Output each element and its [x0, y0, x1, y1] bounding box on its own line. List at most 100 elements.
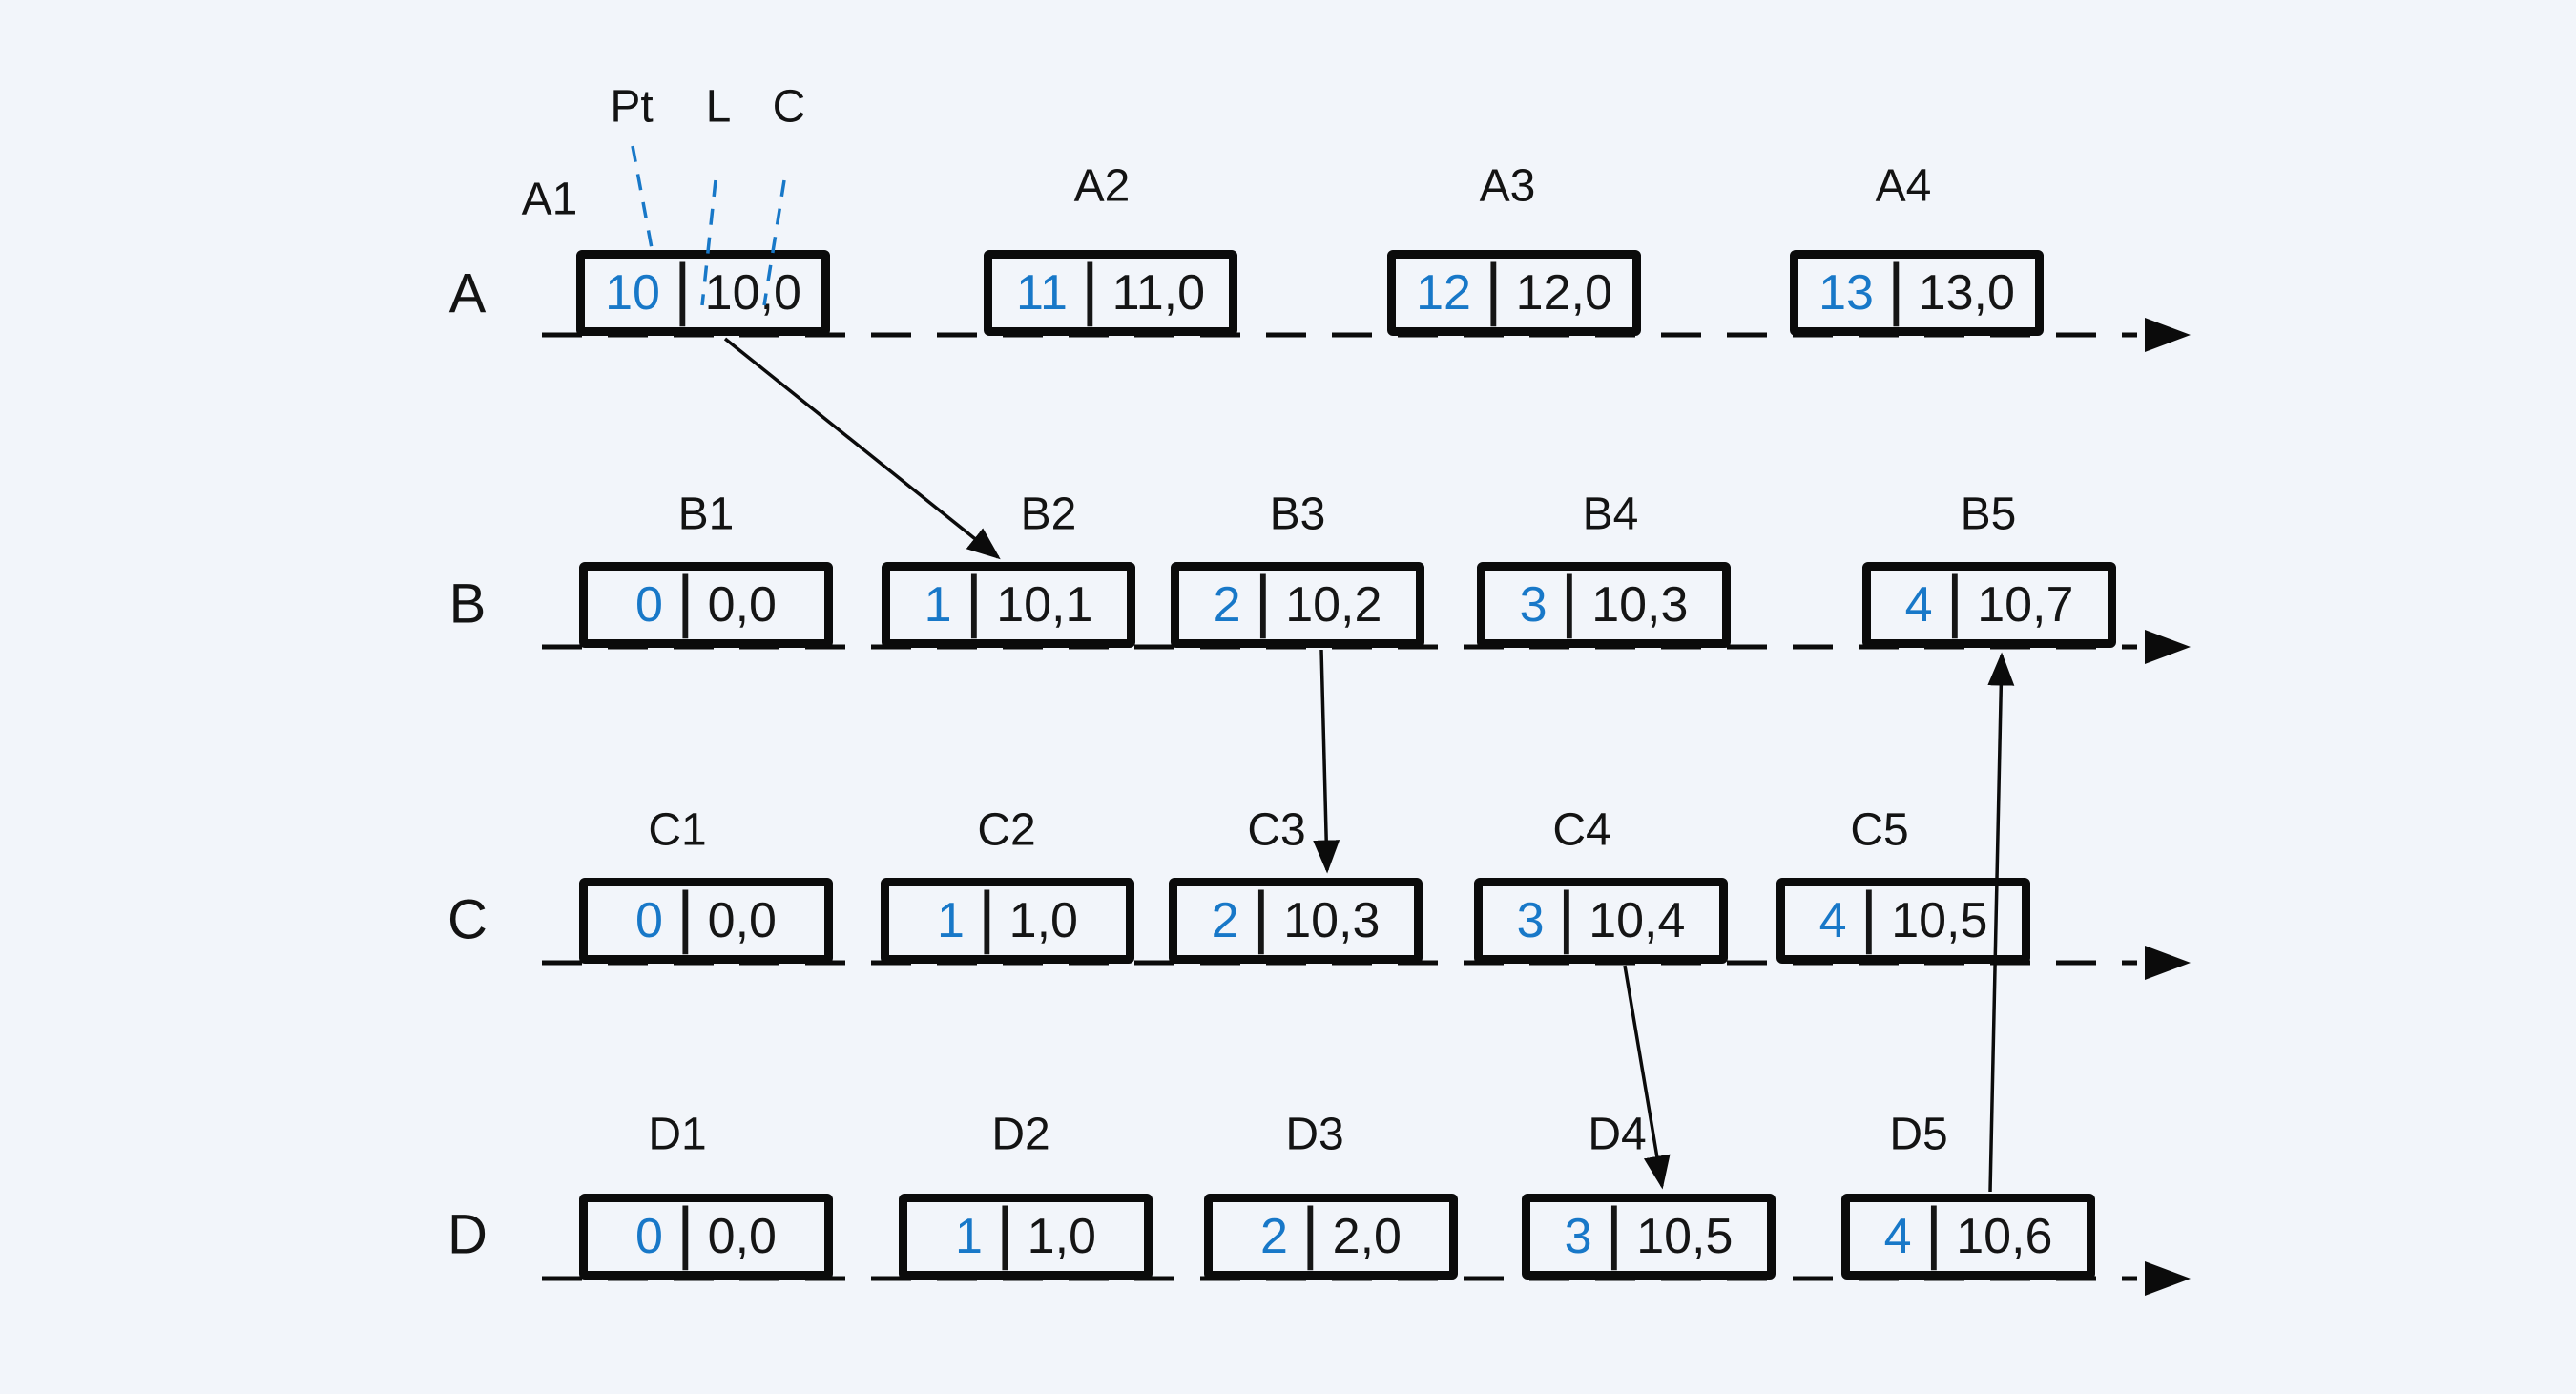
timeline-d-arrowhead-icon	[2145, 1261, 2191, 1296]
event-box-d2: 1 | 1,0	[899, 1194, 1153, 1280]
event-b1-separator: |	[675, 563, 695, 639]
event-label-b1: B1	[677, 489, 735, 540]
event-box-a1: 10 | 10,0	[576, 250, 830, 336]
event-d3-pt-value: 2	[1260, 1209, 1288, 1264]
event-d1-separator: |	[675, 1195, 695, 1271]
event-label-d3: D3	[1285, 1109, 1344, 1160]
annotation-c: C	[772, 81, 806, 133]
event-label-d1: D1	[648, 1109, 707, 1160]
event-box-d4: 3 | 10,5	[1522, 1194, 1776, 1280]
timeline-c-arrowhead-icon	[2145, 946, 2191, 980]
event-label-a3: A3	[1479, 160, 1536, 212]
event-a4-lc-value: 13,0	[1918, 265, 2015, 321]
event-label-c3: C3	[1247, 804, 1306, 856]
leader-line-pt	[631, 145, 654, 249]
event-b1-pt-value: 0	[635, 577, 663, 633]
annotation-pt: Pt	[610, 81, 654, 133]
event-c5-lc-value: 10,5	[1891, 893, 1988, 948]
event-label-b5: B5	[1960, 489, 2017, 540]
event-label-c2: C2	[977, 804, 1036, 856]
message-arrow-a1-b2	[723, 337, 1001, 560]
event-d1-lc-value: 0,0	[707, 1209, 777, 1264]
event-c2-pt-value: 1	[937, 893, 965, 948]
event-b2-pt-value: 1	[924, 577, 952, 633]
annotation-l: L	[705, 81, 732, 133]
event-a4-pt-value: 13	[1818, 265, 1874, 321]
event-c5-pt-value: 4	[1818, 893, 1847, 948]
event-d2-separator: |	[995, 1195, 1014, 1271]
event-c1-separator: |	[675, 879, 695, 955]
event-d3-separator: |	[1300, 1195, 1319, 1271]
event-box-d1: 0 | 0,0	[579, 1194, 833, 1280]
event-box-c5: 4 | 10,5	[1776, 878, 2030, 964]
event-box-a4: 13 | 13,0	[1790, 250, 2044, 336]
timeline-b-arrowhead-icon	[2145, 630, 2191, 664]
event-b5-lc-value: 10,7	[1977, 577, 2074, 633]
event-b1-lc-value: 0,0	[707, 577, 777, 633]
event-d1-pt-value: 0	[635, 1209, 663, 1264]
event-b2-lc-value: 10,1	[996, 577, 1093, 633]
event-label-b4: B4	[1582, 489, 1639, 540]
event-b3-separator: |	[1254, 563, 1273, 639]
timeline-a-arrowhead-icon	[2145, 318, 2191, 352]
event-label-a1: A1	[521, 174, 578, 225]
event-box-d3: 2 | 2,0	[1204, 1194, 1458, 1280]
event-c2-separator: |	[977, 879, 996, 955]
event-box-b4: 3 | 10,3	[1477, 562, 1731, 648]
event-b3-lc-value: 10,2	[1285, 577, 1382, 633]
row-label-c: C	[447, 888, 488, 951]
event-c3-lc-value: 10,3	[1283, 893, 1381, 948]
event-label-d5: D5	[1889, 1109, 1948, 1160]
event-label-c5: C5	[1850, 804, 1909, 856]
row-label-d: D	[447, 1203, 488, 1266]
event-c4-lc-value: 10,4	[1589, 893, 1686, 948]
event-box-c3: 2 | 10,3	[1169, 878, 1423, 964]
event-box-b2: 1 | 10,1	[882, 562, 1135, 648]
event-c4-pt-value: 3	[1516, 893, 1545, 948]
event-b3-pt-value: 2	[1213, 577, 1241, 633]
event-a1-lc-value: 10,0	[704, 265, 801, 321]
event-c1-lc-value: 0,0	[707, 893, 777, 948]
event-d2-lc-value: 1,0	[1027, 1209, 1096, 1264]
event-a4-separator: |	[1886, 251, 1905, 327]
event-a2-lc-value: 11,0	[1111, 265, 1206, 321]
event-label-d4: D4	[1588, 1109, 1647, 1160]
event-box-b5: 4 | 10,7	[1862, 562, 2116, 648]
event-label-a2: A2	[1073, 160, 1131, 212]
row-label-a: A	[448, 262, 487, 325]
event-box-a2: 11 | 11,0	[984, 250, 1237, 336]
event-label-a4: A4	[1875, 160, 1932, 212]
event-label-c1: C1	[648, 804, 707, 856]
event-d5-lc-value: 10,6	[1956, 1209, 2053, 1264]
event-b4-lc-value: 10,3	[1591, 577, 1689, 633]
event-c3-pt-value: 2	[1211, 893, 1239, 948]
event-b5-separator: |	[1945, 563, 1964, 639]
event-a3-separator: |	[1484, 251, 1503, 327]
event-c2-lc-value: 1,0	[1008, 893, 1078, 948]
event-a3-lc-value: 12,0	[1515, 265, 1612, 321]
event-b4-pt-value: 3	[1519, 577, 1548, 633]
event-d4-separator: |	[1605, 1195, 1624, 1271]
event-b4-separator: |	[1560, 563, 1579, 639]
event-label-c4: C4	[1552, 804, 1611, 856]
event-b2-separator: |	[965, 563, 984, 639]
event-a2-separator: |	[1080, 251, 1099, 327]
event-a2-pt-value: 11	[1015, 265, 1068, 321]
event-box-c2: 1 | 1,0	[881, 878, 1134, 964]
event-d2-pt-value: 1	[955, 1209, 983, 1264]
event-c5-separator: |	[1859, 879, 1879, 955]
event-box-d5: 4 | 10,6	[1841, 1194, 2095, 1280]
row-label-b: B	[448, 572, 487, 635]
event-c4-separator: |	[1557, 879, 1576, 955]
event-a3-pt-value: 12	[1416, 265, 1471, 321]
event-label-d2: D2	[991, 1109, 1050, 1160]
event-box-a3: 12 | 12,0	[1387, 250, 1641, 336]
message-arrow-b3-c3	[1313, 649, 1340, 874]
event-label-b2: B2	[1020, 489, 1077, 540]
event-box-b3: 2 | 10,2	[1171, 562, 1424, 648]
event-d5-separator: |	[1924, 1195, 1943, 1271]
event-box-c4: 3 | 10,4	[1474, 878, 1728, 964]
event-c1-pt-value: 0	[635, 893, 663, 948]
event-d4-pt-value: 3	[1564, 1209, 1592, 1264]
